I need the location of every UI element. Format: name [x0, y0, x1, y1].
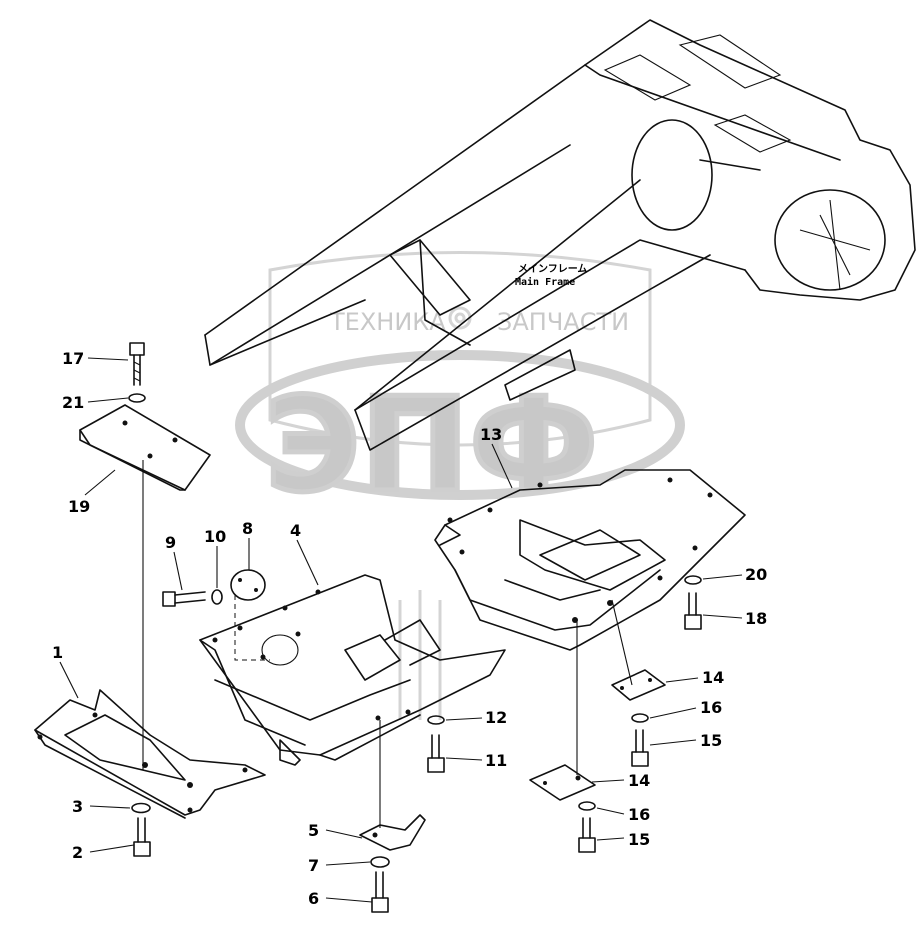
part-number-label: 16	[700, 698, 722, 717]
part-5-bracket	[359, 814, 426, 851]
part-10-washer	[211, 589, 223, 605]
part-number-label: 17	[62, 349, 84, 368]
part-number-label: 3	[72, 797, 83, 816]
watermark-logo: ЭПФ	[265, 369, 598, 521]
part-6-bolt	[371, 871, 389, 913]
part-number-label: 11	[485, 751, 507, 770]
part-19-cover	[79, 404, 211, 491]
part-number-label: 15	[700, 731, 722, 750]
part-number-label: 9	[165, 533, 176, 552]
part-1-plate	[34, 689, 266, 819]
part-3-washer	[131, 802, 151, 814]
part-number-label: 12	[485, 708, 507, 727]
watermark-company: ТЕХНИКА	[329, 308, 446, 336]
part-number-label: 4	[290, 521, 301, 540]
part-number-label: 2	[72, 843, 83, 862]
part-18-washer	[684, 575, 702, 585]
frame-label-english: Main Frame	[515, 276, 575, 288]
part-21-washer	[128, 393, 146, 403]
part-number-label: 5	[308, 821, 319, 840]
part-16-washer-upper	[631, 713, 649, 723]
part-14-cover-lower	[529, 764, 596, 801]
part-callouts: 17 21 19 9 10 8 4 1 3 2 5 7 6	[52, 349, 767, 908]
part-11-bolt	[427, 734, 445, 773]
part-14-cover-upper	[611, 669, 666, 701]
part-8-cover	[230, 569, 266, 601]
part-number-label: 1	[52, 643, 63, 662]
part-17-bolt	[684, 592, 702, 630]
part-number-label: 21	[62, 393, 84, 412]
main-frame: メインフレーム Main Frame	[204, 19, 916, 451]
part-15-bolt-lower	[578, 817, 596, 853]
part-16-washer-lower	[578, 801, 596, 811]
part-9-bolt	[162, 591, 206, 607]
part-number-label: 14	[628, 771, 650, 790]
part-number-label: 10	[204, 527, 226, 546]
part-number-label: 14	[702, 668, 724, 687]
part-number-label: 18	[745, 609, 767, 628]
part-number-label: 19	[68, 497, 90, 516]
part-20-bolt	[129, 342, 145, 386]
part-number-label: 20	[745, 565, 767, 584]
part-number-label: 15	[628, 830, 650, 849]
part-7-washer	[370, 856, 390, 868]
part-number-label: 13	[480, 425, 502, 444]
part-2-bolt	[133, 817, 151, 857]
watermark: ТЕХНИКА ЗАПЧАСТИ ЭПФ	[235, 251, 685, 720]
frame-label-japanese: メインフレーム	[518, 263, 587, 275]
part-number-label: 7	[308, 856, 319, 875]
part-4-under-cover	[199, 574, 506, 766]
part-number-label: 6	[308, 889, 319, 908]
part-number-label: 8	[242, 519, 253, 538]
part-12-washer	[427, 715, 445, 725]
leader-line-13-14	[611, 599, 633, 686]
part-number-label: 16	[628, 805, 650, 824]
part-15-bolt-upper	[631, 729, 649, 767]
